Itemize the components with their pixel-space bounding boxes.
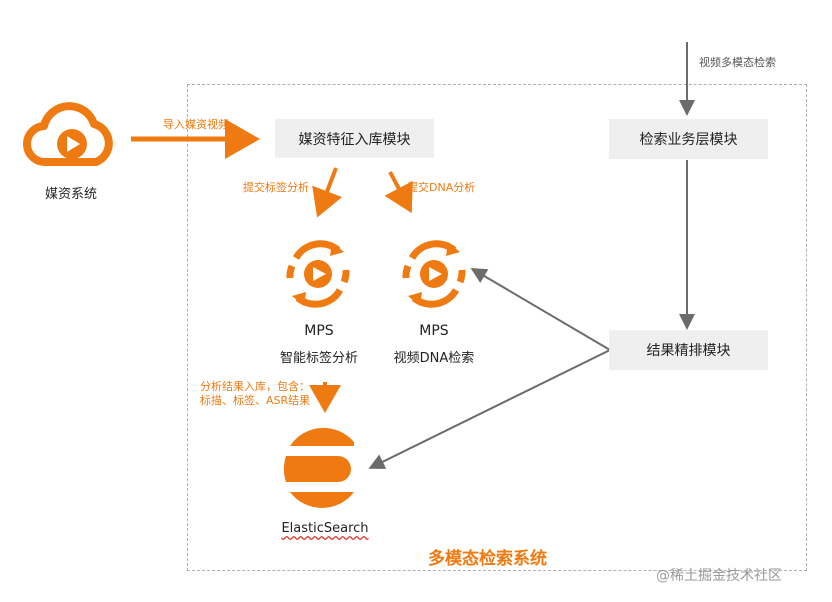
elasticsearch-logo-icon bbox=[283, 427, 354, 508]
media-system-cloud-play-icon bbox=[22, 102, 113, 167]
media-system-label: 媒资系统 bbox=[44, 187, 97, 202]
elasticsearch-label: ElasticSearch bbox=[281, 521, 369, 536]
mps-tag-title: MPS bbox=[304, 323, 334, 339]
mps-dna-title: MPS bbox=[419, 323, 449, 339]
result-rerank-module: 结果精排模块 bbox=[609, 330, 768, 370]
mps-dna-refresh-play-icon bbox=[402, 240, 466, 308]
system-boundary bbox=[187, 84, 807, 571]
system-title: 多模态检索系统 bbox=[428, 549, 547, 569]
mps-tag-subtitle: 智能标签分析 bbox=[279, 351, 358, 366]
submit-tag-analysis-label: 提交标签分析 bbox=[243, 181, 309, 194]
analysis-result-label-line1: 分析结果入库，包含： bbox=[200, 380, 310, 393]
video-multimodal-search-label: 视频多模态检索 bbox=[699, 56, 776, 69]
watermark: @稀土掘金技术社区 bbox=[656, 568, 782, 584]
elasticsearch-label-wrap: ElasticSearch bbox=[272, 521, 378, 536]
submit-tag-arrow bbox=[312, 167, 343, 218]
import-video-label: 导入媒资视频 bbox=[163, 118, 229, 131]
submit-dna-arrow bbox=[384, 171, 413, 214]
search-business-module: 检索业务层模块 bbox=[609, 119, 768, 159]
mps-dna-subtitle: 视频DNA检索 bbox=[393, 351, 475, 366]
rerank-to-es-arrow bbox=[368, 349, 611, 469]
submit-dna-analysis-label: 提交DNA分析 bbox=[407, 181, 476, 194]
rerank-to-dna-arrow bbox=[470, 267, 611, 351]
media-feature-ingest-module: 媒资特征入库模块 bbox=[275, 119, 434, 158]
mps-tag-refresh-play-icon bbox=[286, 240, 350, 308]
analysis-result-label-line2: 标描、标签、ASR结果 bbox=[200, 394, 311, 407]
